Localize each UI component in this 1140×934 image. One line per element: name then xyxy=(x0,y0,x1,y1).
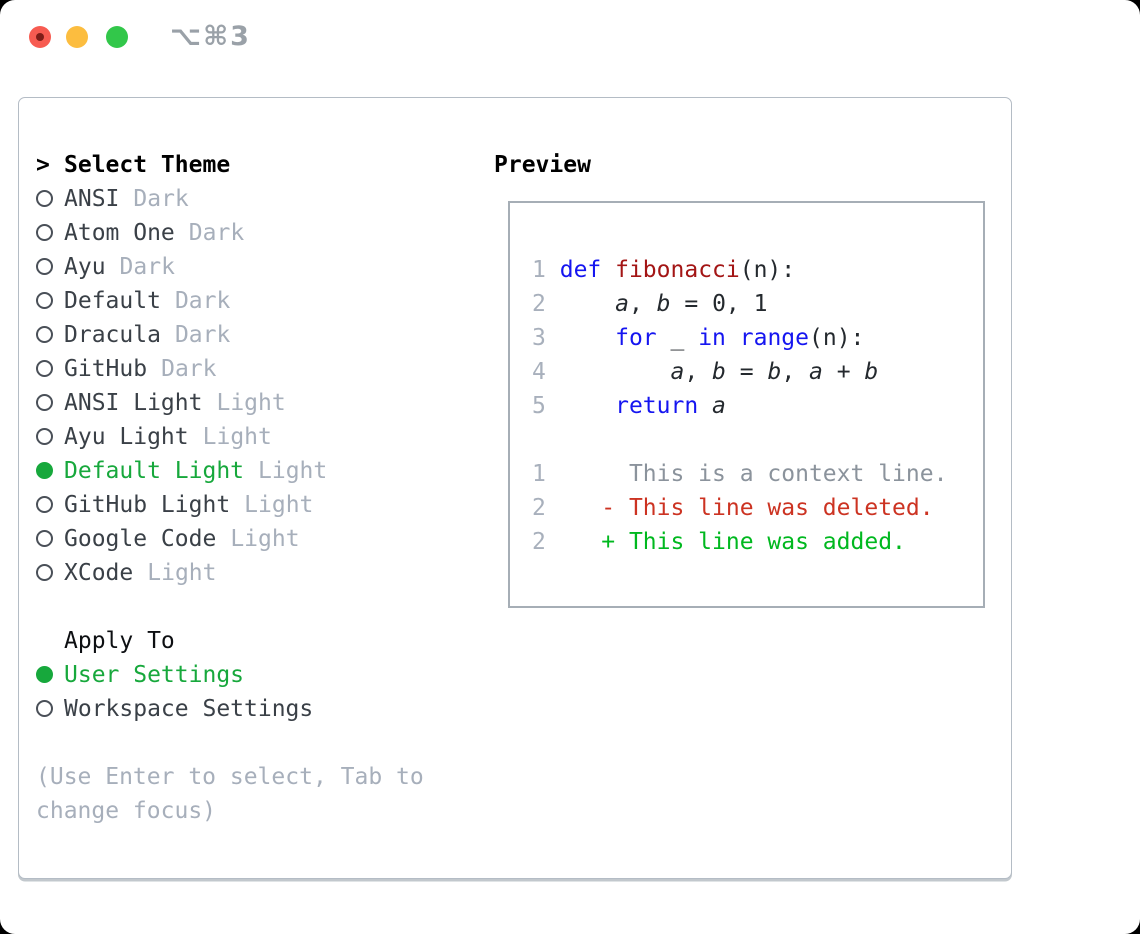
radio-unselected-icon xyxy=(36,326,53,343)
theme-name: GitHub Light xyxy=(64,492,231,518)
theme-name: Atom One xyxy=(64,220,175,246)
preview-title: Preview xyxy=(494,152,591,178)
prompt-icon: > xyxy=(36,152,50,178)
radio-unselected-icon xyxy=(36,564,53,581)
theme-variant: Dark xyxy=(188,220,245,246)
diff-deleted-line: 2 - This line was deleted. xyxy=(532,495,934,521)
code-line-5: 5 return a xyxy=(532,393,726,419)
theme-name: Default xyxy=(64,288,161,314)
theme-name: Ayu Light xyxy=(64,424,189,450)
theme-variant: Dark xyxy=(174,322,231,348)
theme-name: Default Light xyxy=(64,458,245,484)
theme-option-google-code-light[interactable]: Google Code Light xyxy=(36,522,424,556)
radio-selected-icon xyxy=(36,666,53,683)
theme-name: ANSI xyxy=(64,186,120,212)
window-title: ⌥⌘3 xyxy=(170,21,251,52)
diff-context-line: 1 This is a context line. xyxy=(532,461,948,487)
theme-variant: Dark xyxy=(161,356,217,382)
minimize-button[interactable] xyxy=(66,26,88,48)
apply-option-label: Workspace Settings xyxy=(64,696,314,722)
code-line-4: 4 a, b = b, a + b xyxy=(532,359,879,385)
radio-selected-icon xyxy=(36,462,53,479)
title-bar: ⌥⌘3 xyxy=(0,0,1140,74)
theme-variant: Light xyxy=(202,424,272,450)
apply-option-workspace-settings[interactable]: Workspace Settings xyxy=(36,692,424,726)
apply-to-header: Apply To xyxy=(64,628,175,654)
theme-option-dracula-dark[interactable]: Dracula Dark xyxy=(36,318,424,352)
apply-option-user-settings[interactable]: User Settings xyxy=(36,658,424,692)
zoom-button[interactable] xyxy=(106,26,128,48)
theme-variant: Dark xyxy=(119,254,175,280)
theme-name: ANSI Light xyxy=(64,390,203,416)
theme-option-ayu-dark[interactable]: Ayu Dark xyxy=(36,250,424,284)
apply-option-label: User Settings xyxy=(64,662,245,688)
theme-option-default-light[interactable]: Default Light Light xyxy=(36,454,424,488)
close-dot-icon xyxy=(36,33,44,41)
theme-name: Google Code xyxy=(64,526,217,552)
radio-unselected-icon xyxy=(36,530,53,547)
select-theme-title: Select Theme xyxy=(64,152,231,178)
theme-option-ansi-dark[interactable]: ANSI Dark xyxy=(36,182,424,216)
code-line-3: 3 for _ in range(n): xyxy=(532,325,865,351)
theme-variant: Dark xyxy=(133,186,189,212)
code-line-2: 2 a, b = 0, 1 xyxy=(532,291,768,317)
radio-unselected-icon xyxy=(36,292,53,309)
theme-option-github-dark[interactable]: GitHub Dark xyxy=(36,352,424,386)
theme-variant: Light xyxy=(258,458,328,484)
theme-name: XCode xyxy=(64,560,134,586)
theme-variant: Light xyxy=(230,526,300,552)
theme-option-ayu-light[interactable]: Ayu Light Light xyxy=(36,420,424,454)
theme-option-ansi-light[interactable]: ANSI Light Light xyxy=(36,386,424,420)
close-button[interactable] xyxy=(29,26,51,48)
radio-unselected-icon xyxy=(36,394,53,411)
diff-added-line: 2 + This line was added. xyxy=(532,529,906,555)
code-sample: 1 def fibonacci(n): 2 a, b = 0, 1 3 for … xyxy=(510,203,983,559)
preview-pane: 1 def fibonacci(n): 2 a, b = 0, 1 3 for … xyxy=(508,201,985,608)
radio-unselected-icon xyxy=(36,428,53,445)
select-theme-header: > Select Theme xyxy=(36,148,424,182)
spacer xyxy=(36,590,424,624)
theme-variant: Light xyxy=(244,492,314,518)
radio-unselected-icon xyxy=(36,360,53,377)
theme-name: Dracula xyxy=(64,322,161,348)
spacer xyxy=(36,726,424,760)
theme-option-default-dark[interactable]: Default Dark xyxy=(36,284,424,318)
help-text-line2: change focus) xyxy=(36,798,217,824)
theme-option-xcode-light[interactable]: XCode Light xyxy=(36,556,424,590)
radio-unselected-icon xyxy=(36,700,53,717)
theme-variant: Light xyxy=(216,390,286,416)
theme-name: GitHub xyxy=(64,356,148,382)
radio-unselected-icon xyxy=(36,496,53,513)
theme-variant: Light xyxy=(147,560,217,586)
theme-name: Ayu xyxy=(64,254,106,280)
code-blank-line xyxy=(532,423,983,457)
theme-option-atom-one-dark[interactable]: Atom One Dark xyxy=(36,216,424,250)
radio-unselected-icon xyxy=(36,224,53,241)
code-line-1: 1 def fibonacci(n): xyxy=(532,257,796,283)
radio-unselected-icon xyxy=(36,190,53,207)
help-text-line1: (Use Enter to select, Tab to xyxy=(36,764,424,790)
theme-variant: Dark xyxy=(174,288,231,314)
theme-option-github-light[interactable]: GitHub Light Light xyxy=(36,488,424,522)
radio-unselected-icon xyxy=(36,258,53,275)
